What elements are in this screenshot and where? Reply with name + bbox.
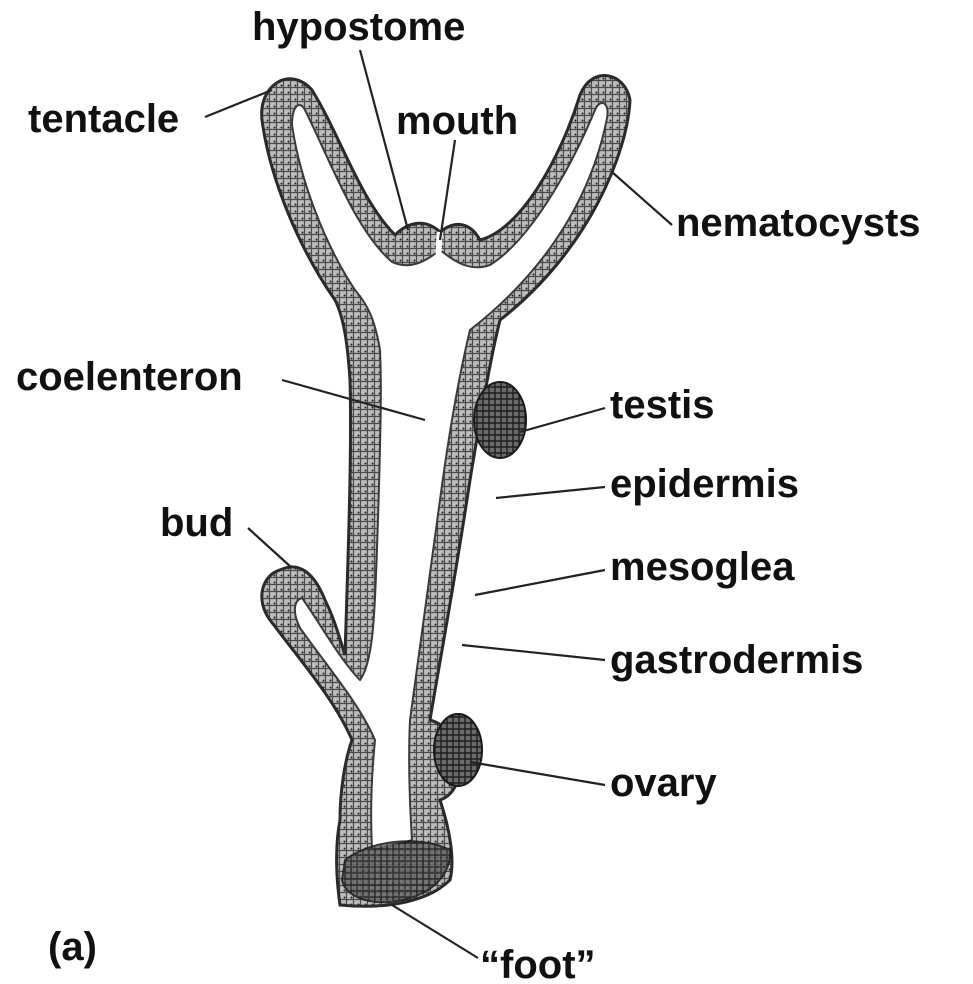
leader-mesoglea: [475, 570, 605, 595]
ovary-swelling: [434, 714, 482, 786]
leader-epidermis: [496, 487, 605, 498]
label-ovary: ovary: [610, 761, 717, 805]
figure-tag: (a): [48, 925, 97, 969]
label-nematocysts: nematocysts: [676, 201, 921, 245]
label-mouth: mouth: [396, 99, 518, 143]
label-coelenteron: coelenteron: [16, 355, 243, 399]
label-bud: bud: [160, 501, 233, 545]
leader-ovary: [470, 762, 605, 785]
label-mesoglea: mesoglea: [610, 545, 795, 589]
leader-nematocysts: [612, 172, 672, 225]
leader-bud: [248, 528, 292, 568]
testis-swelling: [474, 382, 526, 458]
leader-foot: [392, 905, 478, 958]
label-epidermis: epidermis: [610, 462, 799, 506]
leader-gastrodermis: [462, 645, 605, 660]
leader-testis: [520, 408, 605, 432]
label-testis: testis: [610, 383, 715, 427]
label-gastrodermis: gastrodermis: [610, 638, 863, 682]
label-tentacle: tentacle: [28, 97, 179, 141]
label-foot: “foot”: [480, 943, 596, 984]
label-hypostome: hypostome: [252, 5, 465, 49]
